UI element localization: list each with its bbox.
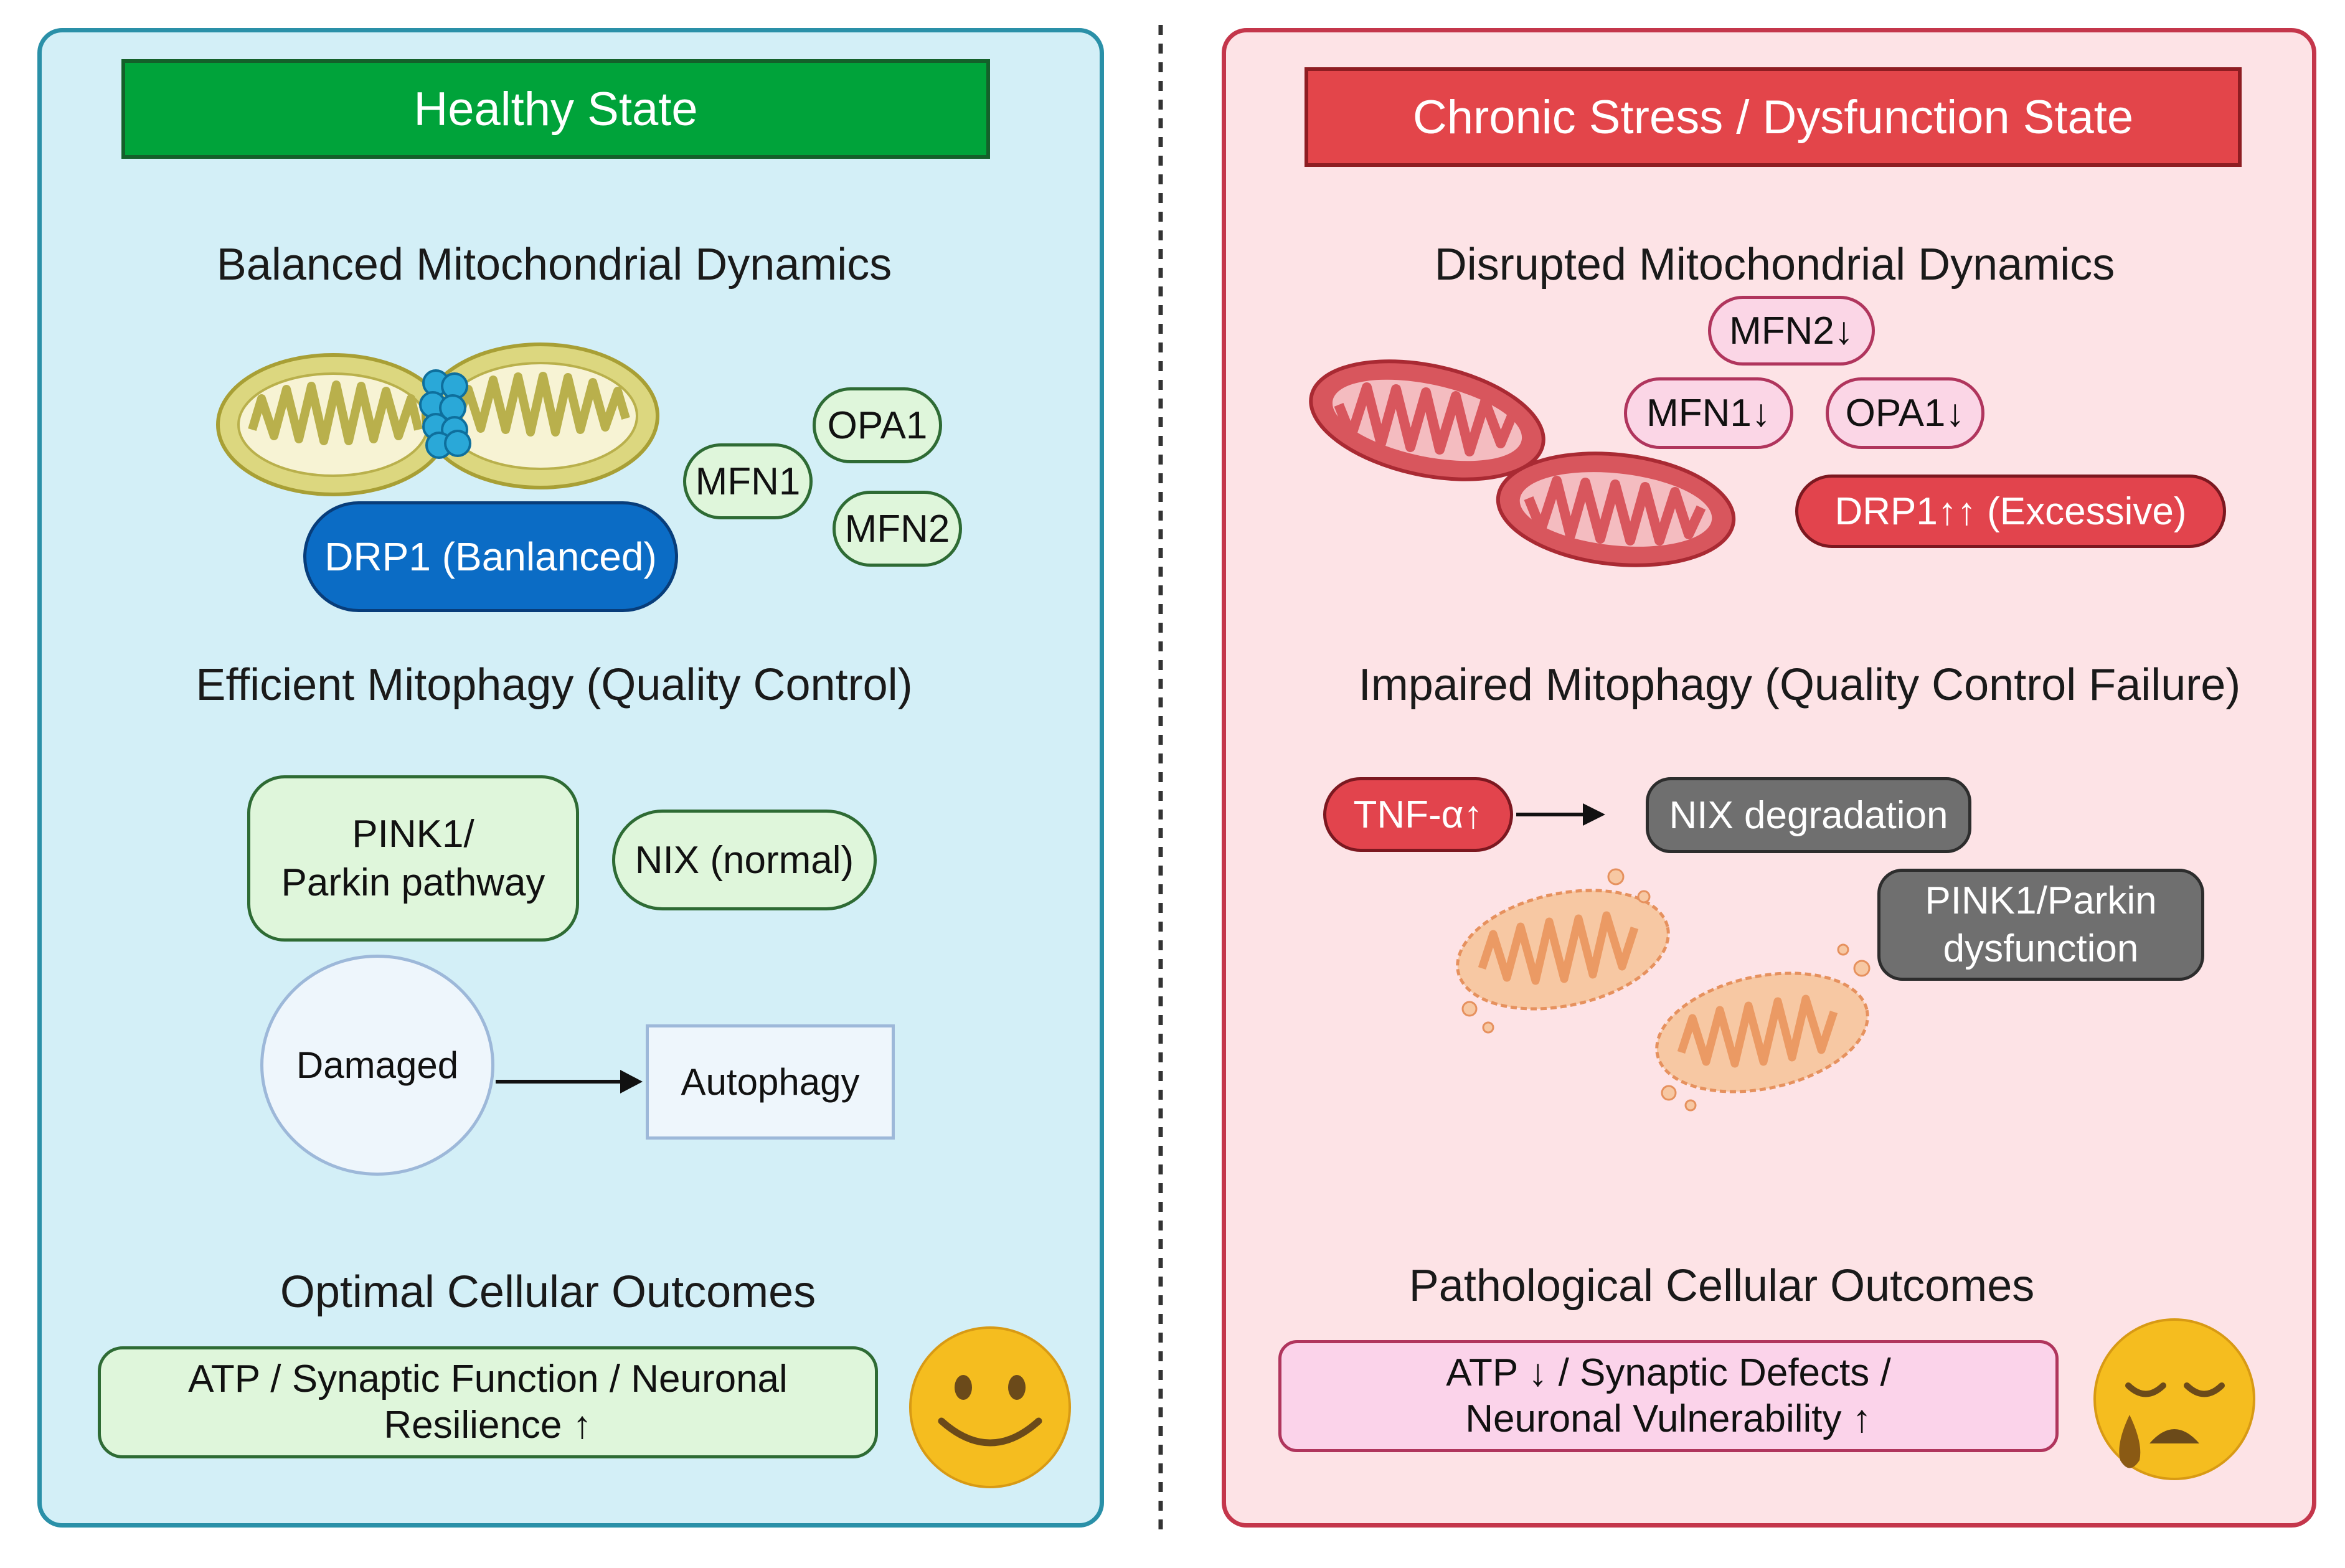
damaged-mitochondrion-icon: [1655, 943, 1871, 1112]
autophagy-box: Autophagy: [646, 1024, 895, 1140]
mfn2-pill: MFN2: [833, 491, 962, 567]
nix-normal-pill: NIX (normal): [612, 810, 877, 910]
sad-tearful-face-icon: [2093, 1318, 2255, 1480]
opa1-down-pill: OPA1↓: [1826, 377, 1984, 449]
healthy-outcomes-title: Optimal Cellular Outcomes: [280, 1267, 816, 1317]
healthy-dynamics-title: Balanced Mitochondrial Dynamics: [216, 240, 892, 290]
stress-outcome-box: ATP ↓ / Synaptic Defects / Neuronal Vuln…: [1278, 1340, 2059, 1452]
fragmented-mitochondrion-icon: [1309, 359, 1545, 481]
drp1-balanced-pill: DRP1 (Banlanced): [303, 501, 678, 612]
mfn1-down-pill: MFN1↓: [1624, 377, 1793, 449]
smiling-face-icon: [909, 1326, 1071, 1488]
mfn2-down-pill: MFN2↓: [1708, 296, 1875, 366]
stress-mitophagy-title: Impaired Mitophagy (Quality Control Fail…: [1358, 660, 2241, 710]
opa1-pill: OPA1: [813, 387, 942, 463]
healthy-mitophagy-title: Efficient Mitophagy (Quality Control): [196, 660, 913, 710]
fused-mitochondrion-icon: [216, 342, 659, 496]
tnf-alpha-up-pill: TNF-α↑: [1323, 777, 1513, 852]
healthy-outcome-box: ATP / Synaptic Function / Neuronal Resil…: [98, 1346, 878, 1458]
healthy-state-banner: Healthy State: [121, 59, 990, 159]
damaged-mitochondrion-icon: [1456, 868, 1670, 1034]
drp1-excessive-pill: DRP1↑↑ (Excessive): [1795, 475, 2226, 548]
nix-degradation-pill: NIX degradation: [1646, 777, 1971, 853]
stress-dynamics-title: Disrupted Mitochondrial Dynamics: [1434, 240, 2115, 290]
mfn1-pill: MFN1: [683, 443, 813, 519]
pink1-parkin-dysfunction-box: PINK1/Parkin dysfunction: [1877, 869, 2204, 981]
healthy-state-panel: [37, 28, 1104, 1528]
stress-outcomes-title: Pathological Cellular Outcomes: [1408, 1261, 2035, 1311]
damaged-mitochondrion-circle: Damaged: [260, 955, 494, 1176]
stress-banner-label: Chronic Stress / Dysfunction State: [1412, 90, 2134, 144]
stress-state-banner: Chronic Stress / Dysfunction State: [1305, 67, 2242, 167]
healthy-banner-label: Healthy State: [413, 82, 698, 136]
fragmented-mitochondrion-icon: [1496, 451, 1736, 567]
pink1-parkin-box: PINK1/ Parkin pathway: [247, 775, 579, 942]
